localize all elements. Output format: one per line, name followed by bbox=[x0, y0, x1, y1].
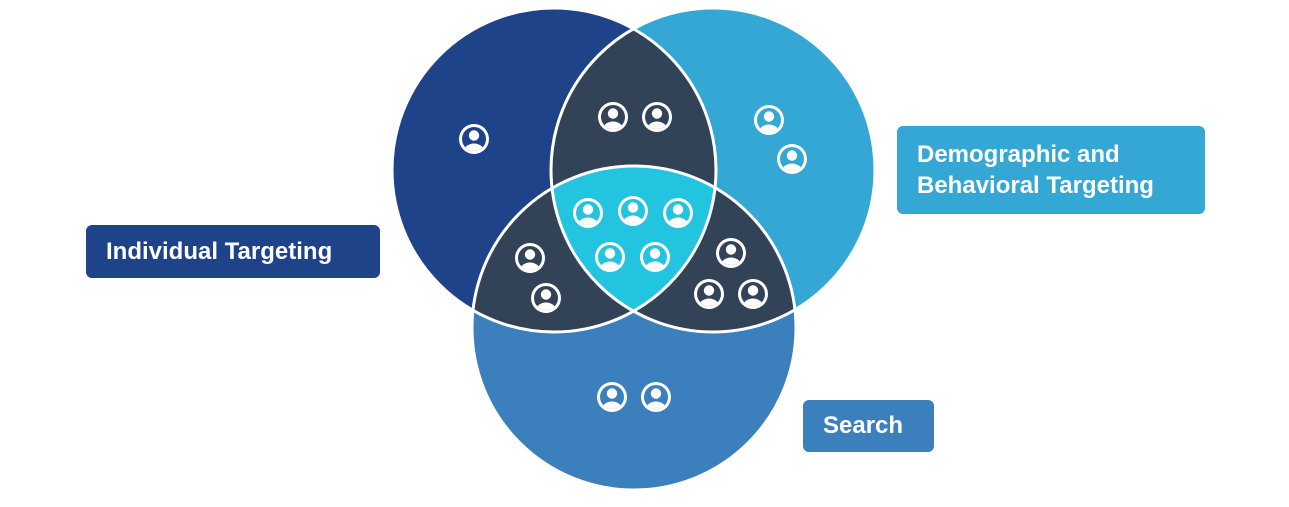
person-icon bbox=[459, 124, 489, 154]
person-icon bbox=[716, 238, 746, 268]
search-label-text: Search bbox=[823, 412, 904, 439]
person-icon bbox=[640, 242, 670, 272]
demographic-label-line1: Demographic and bbox=[917, 141, 1120, 168]
person-icon bbox=[642, 102, 672, 132]
person-icon bbox=[641, 382, 671, 412]
person-icons bbox=[459, 102, 807, 412]
person-icon bbox=[595, 242, 625, 272]
person-icon bbox=[754, 105, 784, 135]
demographic-label-line2: Behavioral Targeting bbox=[917, 172, 1154, 199]
person-icon bbox=[515, 243, 545, 273]
person-icon bbox=[777, 144, 807, 174]
person-icon bbox=[531, 283, 561, 313]
demographic-behavioral-targeting-label: Demographic and Behavioral Targeting bbox=[897, 126, 1205, 214]
person-icon bbox=[618, 196, 648, 226]
person-icon bbox=[573, 198, 603, 228]
circle-outlines bbox=[390, 6, 877, 492]
search-label: Search bbox=[803, 400, 934, 452]
person-icon bbox=[598, 102, 628, 132]
individual-targeting-label: Individual Targeting bbox=[86, 225, 380, 278]
person-icon bbox=[663, 198, 693, 228]
person-icon bbox=[597, 382, 627, 412]
person-icon bbox=[694, 279, 724, 309]
individual-targeting-text: Individual Targeting bbox=[106, 237, 333, 265]
person-icon bbox=[738, 279, 768, 309]
